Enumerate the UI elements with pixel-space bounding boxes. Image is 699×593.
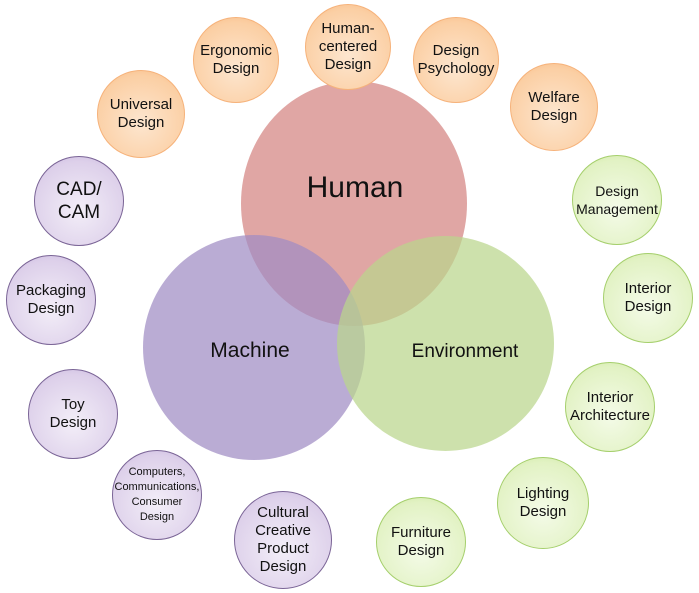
bubble-human-centered-design: Human- centered Design [305, 4, 391, 90]
bubble-packaging-design: Packaging Design [6, 255, 96, 345]
bubble-human-centered-design-label: Human- centered Design [318, 20, 378, 73]
bubble-toy-design: Toy Design [28, 369, 118, 459]
bubble-design-psychology-label: Design Psychology [417, 42, 495, 77]
bubble-cad-cam-label: CAD/ CAM [56, 179, 102, 223]
bubble-universal-design-label: Universal Design [109, 96, 173, 131]
bubble-lighting-design-label: Lighting Design [516, 485, 570, 520]
human-label: Human [306, 171, 404, 204]
bubble-cultural-creative-product-design: Cultural Creative Product Design [234, 491, 332, 589]
bubble-welfare-design: Welfare Design [510, 63, 598, 151]
bubble-design-psychology: Design Psychology [413, 17, 499, 103]
bubble-ergonomic-design: Ergonomic Design [193, 17, 279, 103]
machine-circle [143, 235, 365, 460]
bubble-ergonomic-design-label: Ergonomic Design [200, 42, 272, 77]
bubble-computers-communications-consumer-design-label: Computers, Communications, Consumer Desi… [114, 466, 200, 523]
bubble-lighting-design: Lighting Design [497, 457, 589, 549]
bubble-universal-design: Universal Design [97, 70, 185, 158]
bubble-computers-communications-consumer-design: Computers, Communications, Consumer Desi… [112, 450, 202, 540]
bubble-toy-design-label: Toy Design [49, 396, 97, 431]
bubble-cultural-creative-product-design-label: Cultural Creative Product Design [255, 504, 311, 575]
bubble-packaging-design-label: Packaging Design [15, 282, 87, 317]
bubble-design-management: Design Management [572, 155, 662, 245]
bubble-interior-architecture-label: Interior Architecture [569, 389, 651, 424]
bubble-welfare-design-label: Welfare Design [528, 89, 580, 124]
bubble-interior-architecture: Interior Architecture [565, 362, 655, 452]
machine-label: Machine [210, 339, 290, 362]
environment-label: Environment [411, 341, 519, 362]
bubble-furniture-design: Furniture Design [376, 497, 466, 587]
bubble-furniture-design-label: Furniture Design [390, 524, 452, 559]
bubble-design-management-label: Design Management [576, 183, 658, 217]
bubble-interior-design: Interior Design [603, 253, 693, 343]
environment-circle [337, 236, 554, 451]
bubble-cad-cam: CAD/ CAM [34, 156, 124, 246]
bubble-interior-design-label: Interior Design [624, 280, 672, 315]
